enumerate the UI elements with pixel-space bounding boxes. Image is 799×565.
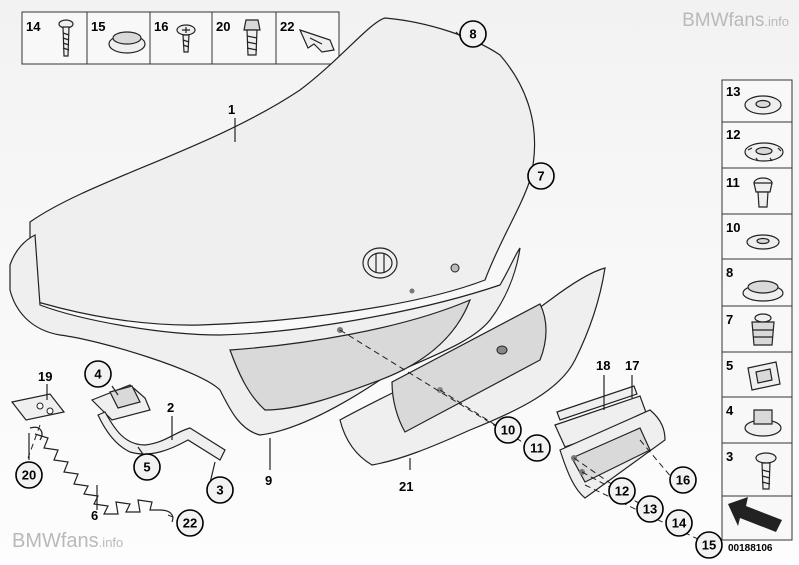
column-label: 3 (726, 449, 733, 464)
callout-label: 6 (91, 508, 98, 523)
callout-label: 2 (167, 400, 174, 415)
column-label: 11 (726, 175, 740, 190)
clip-icon (298, 29, 335, 53)
watermark-bottom: BMWfans.info (12, 530, 123, 553)
lock-washer-icon (744, 142, 784, 162)
hinge-assembly (90, 384, 226, 461)
callout-label: 18 (596, 358, 610, 373)
watermark-brand: BMWfans (682, 10, 765, 31)
watermark-suffix: .info (98, 535, 124, 550)
callout-label: 11 (530, 441, 544, 456)
strip-label: 22 (280, 19, 294, 34)
column-label: 12 (726, 127, 740, 142)
grommet-icon (742, 280, 784, 302)
license-plate-holder (554, 385, 666, 499)
callout-label: 19 (38, 369, 52, 384)
plain-labels: 1 9 21 18 17 19 2 6 (38, 102, 639, 523)
callout-label: 10 (501, 423, 515, 438)
callout-label: 5 (143, 460, 150, 475)
bolt-icon (243, 19, 261, 56)
callout-label: 16 (676, 473, 690, 488)
column-label: 7 (726, 312, 733, 327)
column-label: 8 (726, 265, 733, 280)
roundel-badge-icon (362, 247, 398, 279)
callout-label: 3 (216, 483, 223, 498)
direction-arrow-icon (728, 497, 782, 532)
screw-icon (755, 452, 777, 490)
clip-nut-icon (747, 361, 781, 391)
bolt-icon (753, 177, 773, 208)
column-label: 10 (726, 220, 740, 235)
callout-label: 4 (94, 367, 102, 382)
nut-icon (744, 409, 782, 437)
column-label: 5 (726, 358, 733, 373)
callout-label: 14 (672, 516, 687, 531)
washer-icon (744, 95, 782, 115)
watermark-brand: BMWfans (12, 530, 99, 552)
callout-label: 9 (265, 473, 272, 488)
callout-label: 17 (625, 358, 639, 373)
top-parts-strip: 14 15 16 20 22 (21, 11, 340, 65)
callout-label: 8 (469, 27, 476, 42)
callout-label: 12 (615, 484, 629, 499)
reference-code: 00188106 (728, 543, 773, 554)
circled-callouts: 8 7 4 5 3 20 22 10 11 16 12 13 14 15 (15, 20, 723, 559)
washer-icon (746, 234, 780, 250)
strip-label: 20 (216, 19, 230, 34)
strip-label: 15 (91, 19, 105, 34)
grommet-icon (108, 31, 146, 54)
callout-label: 1 (228, 102, 235, 117)
callout-label: 21 (399, 479, 413, 494)
column-label: 4 (726, 403, 734, 418)
callout-label: 15 (702, 538, 716, 553)
watermark-suffix: .info (764, 14, 789, 29)
strip-label: 14 (26, 19, 41, 34)
strip-label: 16 (154, 19, 168, 34)
screw-icon (58, 19, 74, 57)
trunk-lid (9, 17, 536, 436)
right-parts-column: 13 12 11 10 8 7 5 4 3 (721, 79, 793, 554)
column-label: 13 (726, 84, 740, 99)
callout-label: 20 (22, 468, 36, 483)
callout-label: 22 (183, 516, 197, 531)
leader-lines (28, 31, 633, 510)
rubber-buffer-icon (751, 313, 775, 346)
gas-spring (29, 426, 174, 523)
watermark-top: BMWfans.info (682, 10, 789, 32)
callout-label: 7 (537, 169, 544, 184)
screw-icon (176, 24, 196, 53)
bracket-part (10, 393, 66, 421)
callout-label: 13 (643, 502, 657, 517)
